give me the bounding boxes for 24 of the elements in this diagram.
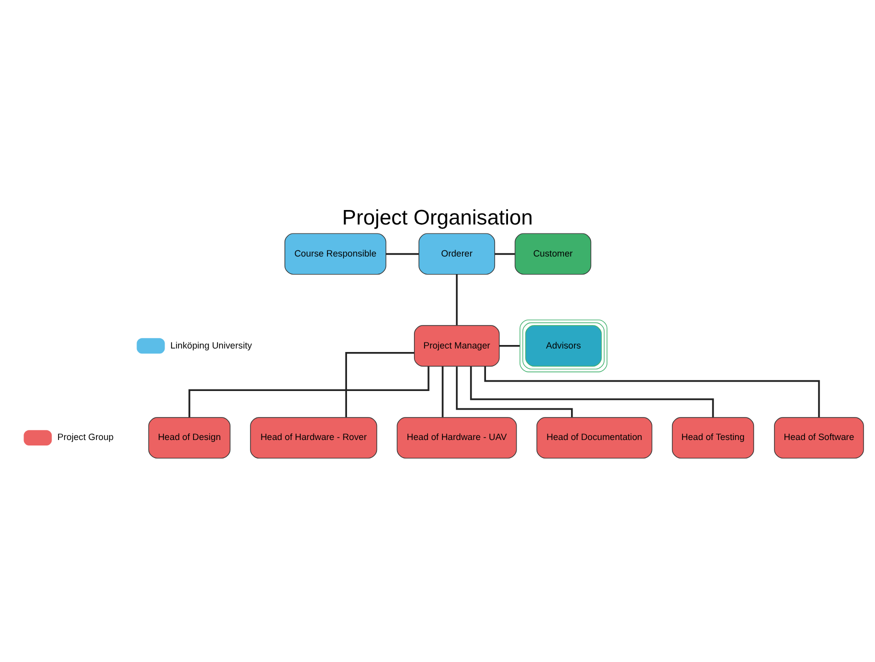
- connector: [456, 366, 573, 417]
- legend-label: Linköping University: [170, 340, 252, 350]
- node-box: Project Manager: [414, 324, 500, 366]
- connector: [442, 366, 444, 417]
- node-box: Advisors: [520, 319, 608, 372]
- connector: [484, 366, 820, 417]
- node-box: Head of Design: [148, 416, 230, 458]
- connector: [456, 274, 458, 325]
- connector: [188, 366, 430, 417]
- connector: [470, 366, 714, 417]
- diagram-title: Project Organisation: [342, 206, 533, 229]
- legend-label: Project Group: [57, 432, 114, 442]
- node-box: Head of Documentation: [536, 416, 652, 458]
- node-box: Head of Software: [774, 416, 864, 458]
- node-box: Course Responsible: [284, 232, 386, 274]
- connector: [499, 344, 520, 346]
- node-box: Head of Testing: [672, 416, 754, 458]
- node-box: Orderer: [418, 232, 496, 274]
- node-box: Head of Hardware - Rover: [250, 416, 378, 458]
- connector: [386, 252, 419, 254]
- connector: [345, 352, 414, 417]
- node-box: Customer: [514, 232, 592, 274]
- node-box: Head of Hardware - UAV: [396, 416, 517, 458]
- connector: [494, 252, 515, 254]
